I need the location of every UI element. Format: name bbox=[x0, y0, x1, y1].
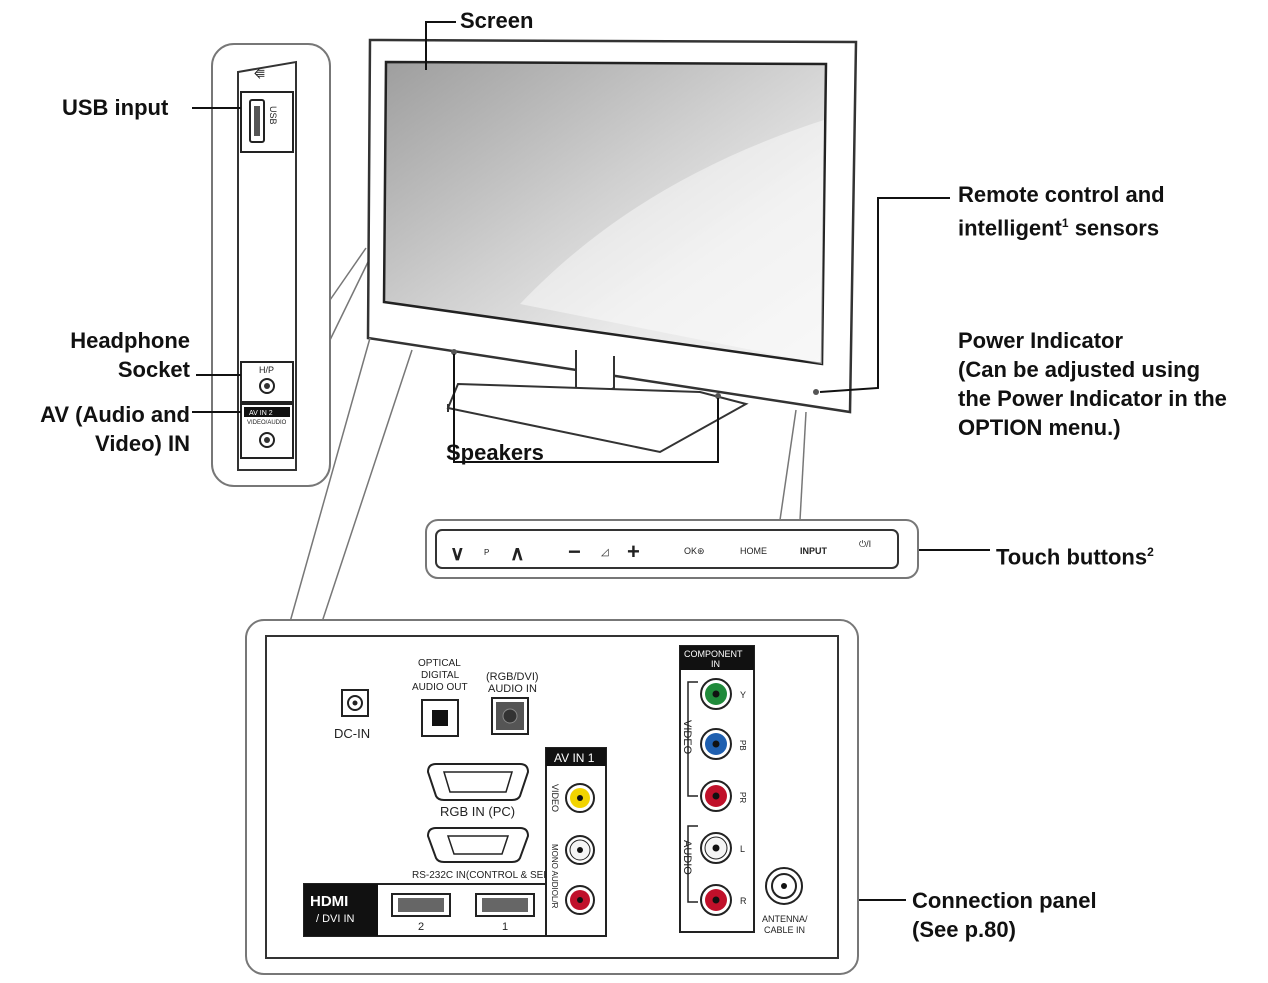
touch-p-label: P bbox=[484, 548, 489, 557]
power-indicator-line-2: (Can be adjusted using bbox=[958, 357, 1201, 382]
component-y-label: Y bbox=[740, 690, 746, 700]
connection-panel: DC-IN OPTICAL DIGITAL AUDIO OUT (RGB/DVI… bbox=[245, 619, 859, 975]
optical-label-1: OPTICAL bbox=[418, 658, 461, 669]
touch-volume-icon: ◿ bbox=[601, 547, 609, 558]
av-tag-1: AV IN 2 bbox=[249, 410, 273, 417]
component-video-label: VIDEO bbox=[681, 720, 693, 755]
component-pr-label: PR bbox=[738, 792, 747, 803]
touch-minus-button[interactable]: − bbox=[568, 539, 581, 564]
power-indicator-line-1: Power Indicator bbox=[958, 328, 1124, 353]
remote-sensor-sup: 1 bbox=[1061, 216, 1069, 230]
hp-tag: H/P bbox=[259, 365, 274, 375]
optical-label-2: DIGITAL bbox=[421, 670, 460, 681]
remote-sensor-line-1: Remote control and bbox=[958, 182, 1165, 207]
hdmi-logo: HDMI bbox=[310, 893, 348, 910]
component-label-1: COMPONENT bbox=[684, 649, 743, 659]
component-label-2: IN bbox=[711, 659, 720, 669]
screen-label: Screen bbox=[460, 8, 534, 33]
av-in-line-1: AV (Audio and bbox=[40, 402, 190, 427]
component-pb-label: PB bbox=[738, 740, 747, 751]
touch-plus-button[interactable]: + bbox=[627, 539, 640, 564]
touch-home-button[interactable]: HOME bbox=[740, 546, 767, 556]
headphone-line-2: Socket bbox=[117, 357, 190, 382]
av-in-label: AV (Audio and Video) IN bbox=[40, 400, 190, 458]
rgb-in-label: RGB IN (PC) bbox=[440, 804, 515, 819]
power-indicator-line-3: the Power Indicator in the bbox=[958, 386, 1227, 411]
antenna-label-2: CABLE IN bbox=[764, 925, 805, 935]
component-audio-label: AUDIO bbox=[681, 840, 693, 875]
component-l-label: L bbox=[740, 844, 745, 854]
tv bbox=[366, 38, 858, 454]
av-tag-2: VIDEO/AUDIO bbox=[247, 420, 287, 426]
rs232c-label: RS-232C IN(CONTROL & SERVICE) bbox=[412, 870, 577, 881]
touch-up-button[interactable]: ∧ bbox=[510, 543, 525, 565]
power-indicator-line-4: OPTION menu.) bbox=[958, 415, 1121, 440]
touch-input-button[interactable]: INPUT bbox=[800, 546, 828, 556]
headphone-line-1: Headphone bbox=[70, 328, 190, 353]
touch-buttons-text: Touch buttons bbox=[996, 544, 1148, 570]
leader-lines bbox=[192, 21, 990, 901]
av-audio-lr-label: L/R bbox=[550, 896, 559, 909]
antenna-label-1: ANTENNA/ bbox=[762, 914, 808, 924]
remote-sensor-line-2-post: sensors bbox=[1068, 215, 1160, 241]
hdmi-1-label: 1 bbox=[502, 921, 508, 933]
side-panel: USB ⭅ H/P AV IN 2 VIDEO/AUDIO bbox=[211, 43, 369, 487]
connection-panel-line-2: (See p.80) bbox=[912, 917, 1016, 942]
power-indicator-label: Power Indicator (Can be adjusted using t… bbox=[958, 326, 1227, 442]
av-in-1-label: AV IN 1 bbox=[554, 751, 595, 765]
dc-in-label: DC-IN bbox=[334, 726, 370, 741]
rgbdvi-label-2: AUDIO IN bbox=[488, 683, 537, 695]
tv-screen bbox=[382, 60, 828, 366]
remote-sensor-line-2-pre: intelligent bbox=[958, 215, 1062, 241]
touch-ok-button[interactable]: OK⊛ bbox=[684, 546, 705, 556]
connection-panel-label: Connection panel (See p.80) bbox=[912, 886, 1097, 944]
headphone-label: Headphone Socket bbox=[70, 326, 190, 384]
speakers-label: Speakers bbox=[446, 440, 544, 465]
hdmi-sub: / DVI IN bbox=[316, 913, 355, 925]
touch-down-button[interactable]: ∨ bbox=[450, 543, 465, 565]
component-r-label: R bbox=[740, 896, 747, 906]
av-video-label: VIDEO bbox=[550, 784, 560, 812]
remote-sensor-line-2: intelligent1 sensors bbox=[958, 209, 1165, 242]
av-mono-audio-label: MONO AUDIO bbox=[550, 844, 559, 896]
av-in-line-2: Video) IN bbox=[95, 431, 190, 456]
power-indicator-dot bbox=[813, 389, 819, 395]
connection-panel-line-1: Connection panel bbox=[912, 888, 1097, 913]
optical-label-3: AUDIO OUT bbox=[412, 682, 468, 693]
usb-tag: USB bbox=[268, 106, 278, 125]
remote-sensor-label: Remote control and intelligent1 sensors bbox=[958, 180, 1165, 242]
usb-input-label: USB input bbox=[62, 95, 169, 120]
touch-buttons-panel: ∨ P ∧ − ◿ + OK⊛ HOME INPUT ⏻/I bbox=[425, 519, 919, 579]
usb-port bbox=[240, 91, 294, 153]
touch-buttons-label: Touch buttons2 bbox=[996, 538, 1154, 571]
usb-icon: ⭅ bbox=[254, 67, 265, 81]
touch-buttons-sup: 2 bbox=[1147, 545, 1154, 559]
rgbdvi-label-1: (RGB/DVI) bbox=[486, 671, 539, 683]
touch-power-button[interactable]: ⏻/I bbox=[859, 539, 871, 549]
hdmi-2-label: 2 bbox=[418, 921, 424, 933]
